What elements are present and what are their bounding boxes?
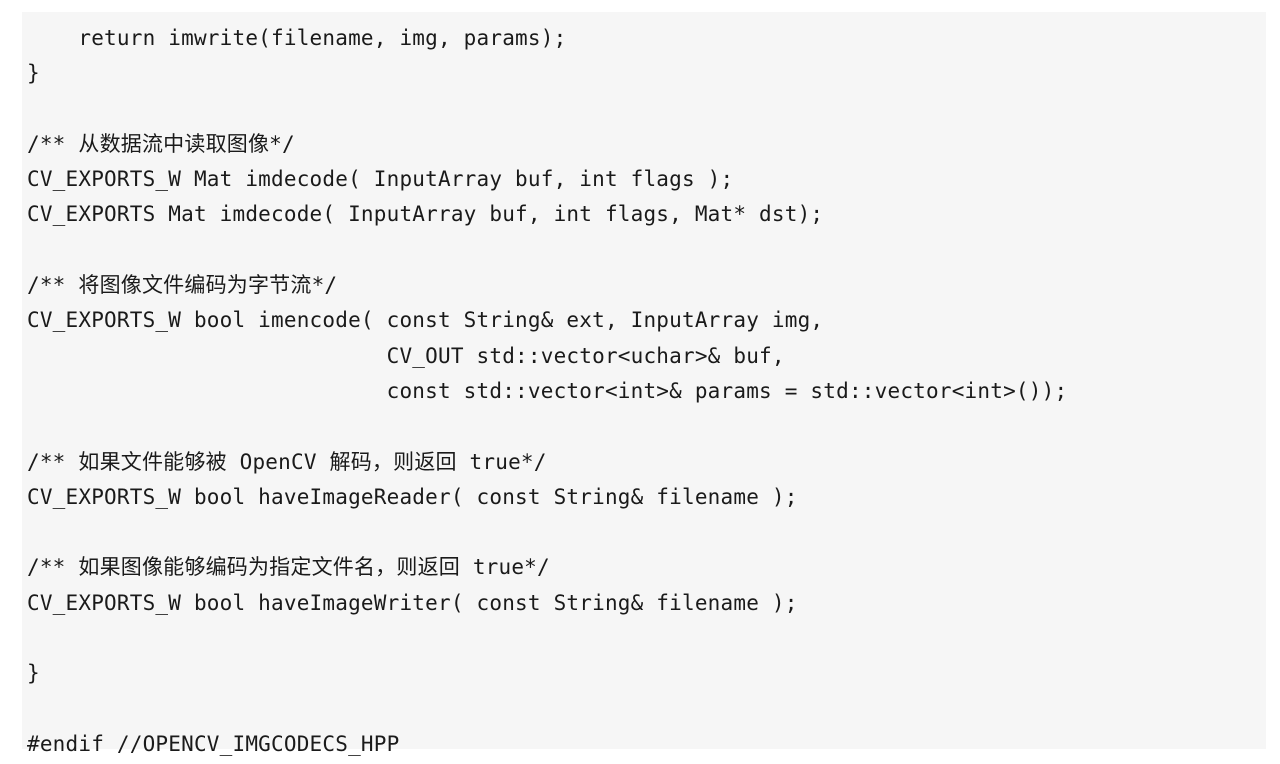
code-comment: /** 如果图像能够编码为指定文件名，则返回 true*/ — [27, 555, 550, 580]
code-comment: /** 将图像文件编码为字节流*/ — [27, 273, 338, 298]
code-line: return imwrite(filename, img, params); — [27, 26, 567, 50]
code-line: } — [27, 661, 40, 686]
code-line: CV_EXPORTS Mat imdecode( InputArray buf,… — [27, 202, 824, 227]
code-line: const std::vector<int>& params = std::ve… — [27, 378, 1068, 403]
code-lines: return imwrite(filename, img, params); }… — [27, 21, 1067, 762]
code-comment: /** 从数据流中读取图像*/ — [27, 131, 295, 156]
code-line: CV_EXPORTS_W Mat imdecode( InputArray bu… — [27, 167, 734, 192]
code-line — [27, 515, 1067, 550]
code-line: CV_EXPORTS_W bool haveImageWriter( const… — [27, 590, 798, 615]
code-line — [27, 621, 1067, 656]
code-line: CV_EXPORTS_W bool haveImageReader( const… — [27, 484, 798, 509]
code-block: return imwrite(filename, img, params); }… — [22, 12, 1266, 756]
code-line: CV_EXPORTS_W bool imencode( const String… — [27, 308, 824, 333]
code-comment: /** 如果文件能够被 OpenCV 解码，则返回 true*/ — [27, 449, 547, 474]
code-line — [27, 409, 1067, 444]
code-line — [27, 233, 1067, 268]
code-line — [27, 692, 1067, 727]
code-line — [27, 92, 1067, 127]
code-line: } — [27, 61, 40, 86]
code-line: CV_OUT std::vector<uchar>& buf, — [27, 343, 785, 368]
code-line: #endif //OPENCV_IMGCODECS_HPP — [27, 731, 400, 756]
